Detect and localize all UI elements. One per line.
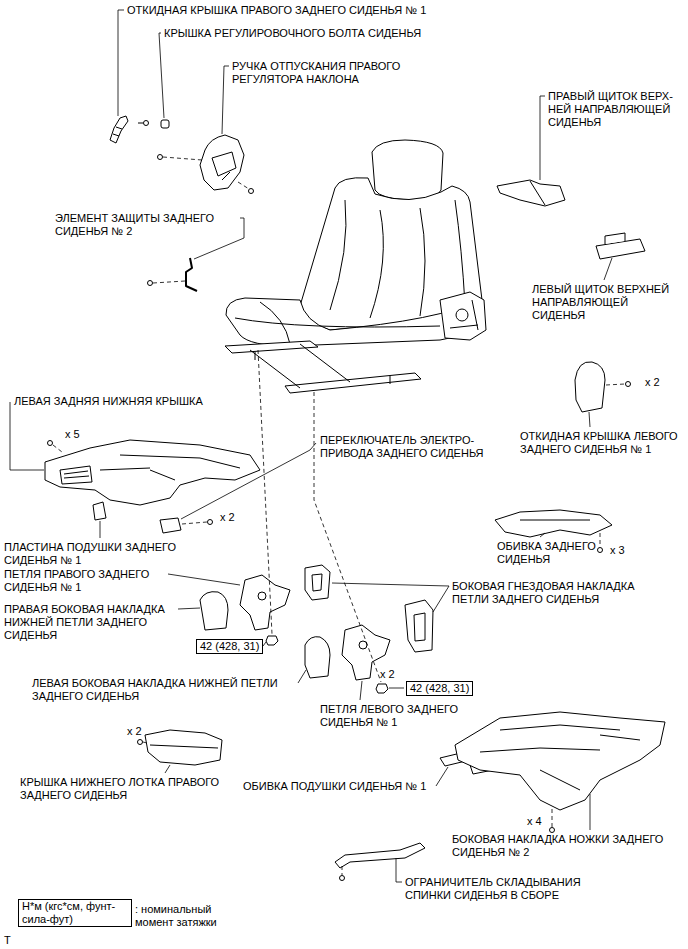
legend-note: : номинальный момент затяжки	[135, 903, 225, 929]
part-name: ЛЕВЫЙ ЩИТОК ВЕРХНЕЙ НАПРАВЛЯЮЩЕЙ СИДЕНЬЯ	[532, 283, 684, 322]
unit-legend-box: Н*м (кгс*см, фунт- сила-фут)	[18, 899, 132, 927]
node-text: 42 (428, 31)	[410, 682, 469, 695]
part-name: ЛЕВАЯ ЗАДНЯЯ НИЖНЯЯ КРЫШКА	[14, 395, 203, 408]
figure-code: T	[4, 934, 11, 947]
part-name: ОТКИДНАЯ КРЫШКА ПРАВОГО ЗАДНЕГО СИДЕНЬЯ …	[127, 4, 426, 17]
part-name: ОБИВКА ПОДУШКИ СИДЕНЬЯ № 1	[243, 780, 426, 793]
quantity: x 5	[65, 428, 80, 441]
part-name: КРЫШКА НИЖНЕГО ЛОТКА ПРАВОГО ЗАДНЕГО СИД…	[20, 776, 232, 802]
part-name: ПРАВЫЙ ЩИТОК ВЕРХ- НЕЙ НАПРАВЛЯЮЩЕЙ СИДЕ…	[548, 90, 682, 129]
part-name: ПЛАСТИНА ПОДУШКИ ЗАДНЕГО СИДЕНЬЯ № 1	[4, 541, 189, 567]
quantity: x 2	[645, 376, 660, 389]
part-name: ОБИВКА ЗАДНЕГО СИДЕНЬЯ	[497, 540, 607, 566]
part-name: БОКОВАЯ ГНЕЗДОВАЯ НАКЛАДКА ПЕТЛИ ЗАДНЕГО…	[452, 580, 652, 606]
quantity: x 2	[220, 511, 235, 524]
part-name: ЭЛЕМЕНТ ЗАЩИТЫ ЗАДНЕГО СИДЕНЬЯ № 2	[55, 212, 240, 238]
part-name: КРЫШКА РЕГУЛИРОВОЧНОГО БОЛТА СИДЕНЬЯ	[164, 27, 421, 40]
part-name: ПРАВАЯ БОКОВАЯ НАКЛАДКА НИЖНЕЙ ПЕТЛИ ЗАД…	[4, 603, 179, 642]
torque-box: 42 (428, 31)	[196, 639, 263, 654]
quantity: x 3	[610, 544, 625, 557]
part-name: ПЕРЕКЛЮЧАТЕЛЬ ЭЛЕКТРО- ПРИВОДА ЗАДНЕГО С…	[320, 434, 498, 460]
quantity: x 2	[380, 668, 395, 681]
part-name: РУЧКА ОТПУСКАНИЯ ПРАВОГО РЕГУЛЯТОРА НАКЛ…	[232, 60, 417, 86]
part-name: ЛЕВАЯ БОКОВАЯ НАКЛАДКА НИЖНЕЙ ПЕТЛИ ЗАДН…	[32, 677, 297, 703]
quantity: x 2	[127, 725, 142, 738]
part-name: ОГРАНИЧИТЕЛЬ СКЛАДЫВАНИЯ СПИНКИ СИДЕНЬЯ …	[405, 876, 625, 902]
part-name: ОТКИДНАЯ КРЫШКА ЛЕВОГО ЗАДНЕГО СИДЕНЬЯ №…	[520, 430, 682, 456]
node-text: Н*м (кгс*см, фунт- сила-фут)	[22, 900, 128, 926]
part-name: ПЕТЛЯ ПРАВОГО ЗАДНЕГО СИДЕНЬЯ № 1	[4, 568, 169, 594]
quantity: x 4	[527, 815, 542, 828]
part-name: БОКОВАЯ НАКЛАДКА НОЖКИ ЗАДНЕГО СИДЕНЬЯ №…	[452, 833, 667, 859]
part-name: ПЕТЛЯ ЛЕВОГО ЗАДНЕГО СИДЕНЬЯ № 1	[320, 703, 460, 729]
torque-box: 42 (428, 31)	[406, 681, 473, 696]
node-text: 42 (428, 31)	[200, 640, 259, 653]
